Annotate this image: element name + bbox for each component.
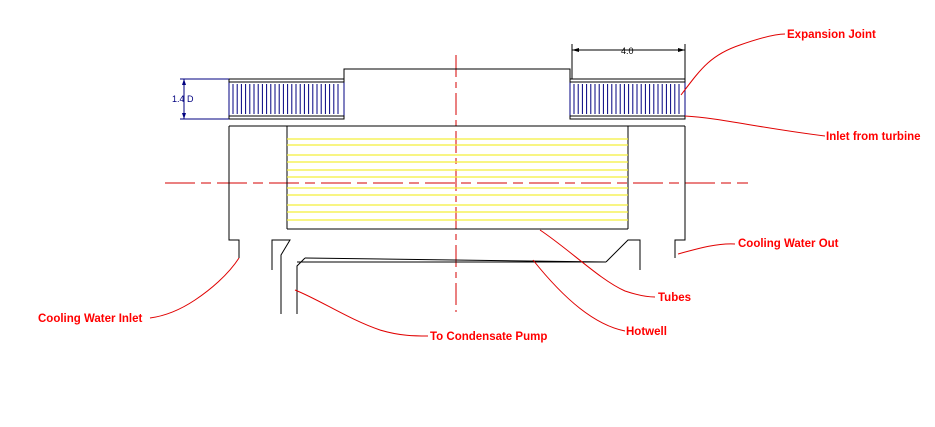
- left-expansion-joint: [228, 78, 345, 120]
- label-inlet-from-turbine: Inlet from turbine: [826, 131, 921, 143]
- height-dimension: 1.4 D: [172, 78, 229, 120]
- width-dimension-text: 4.0: [621, 46, 634, 56]
- height-dimension-text: 1.4 D: [172, 94, 194, 104]
- label-hotwell: Hotwell: [626, 326, 667, 338]
- leader-lines: [149, 33, 826, 337]
- label-tubes: Tubes: [658, 292, 691, 304]
- width-dimension: 4.0: [571, 44, 686, 79]
- label-expansion-joint: Expansion Joint: [787, 29, 876, 41]
- label-cooling-water-out: Cooling Water Out: [738, 238, 839, 250]
- tube-bundle: [287, 138, 628, 221]
- label-to-condensate-pump: To Condensate Pump: [430, 331, 547, 343]
- right-expansion-joint: [569, 78, 686, 120]
- top-casing: [343, 68, 571, 82]
- label-cooling-water-inlet: Cooling Water Inlet: [38, 313, 143, 325]
